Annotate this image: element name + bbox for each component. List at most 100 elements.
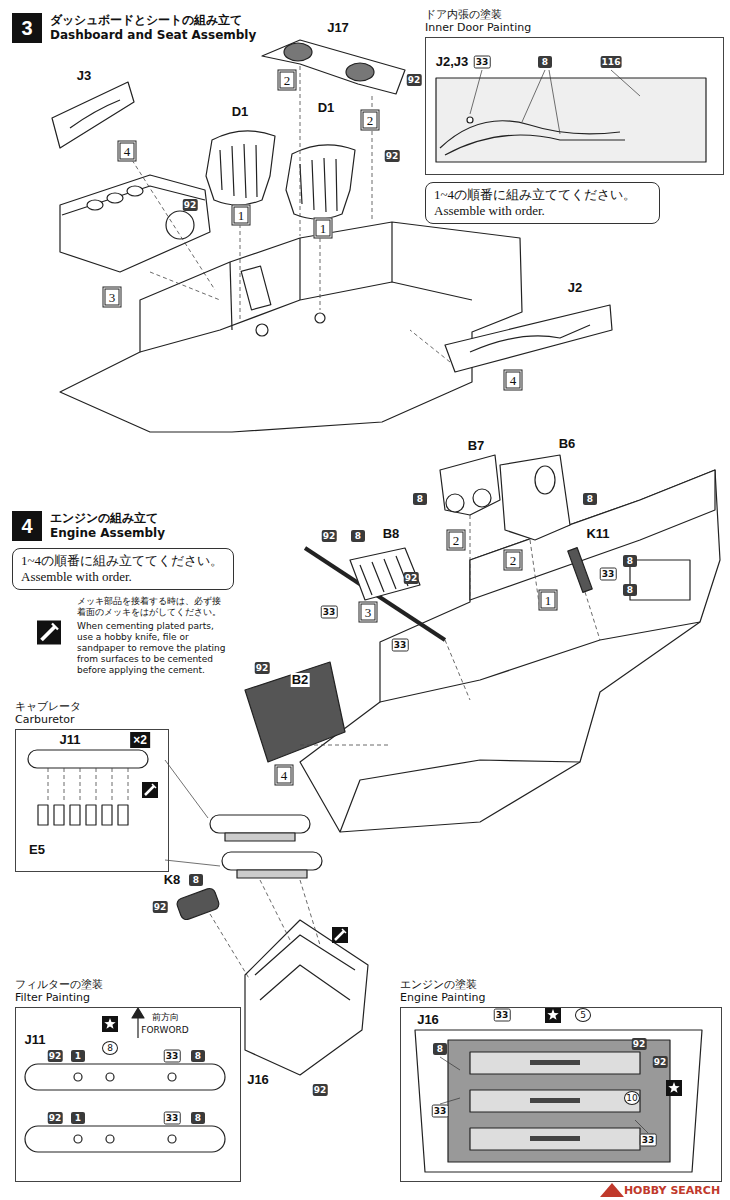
part-number: B7: [467, 439, 486, 453]
step-number: 2: [361, 110, 380, 131]
color-callout: 33: [494, 1009, 511, 1022]
step-number: 4: [275, 765, 294, 786]
part-number: K11: [585, 527, 610, 541]
part-number: J17: [326, 21, 350, 35]
step-number: 2: [504, 550, 523, 571]
part-number: E5: [28, 843, 46, 857]
step-number: 1: [314, 218, 333, 239]
color-callout: 8: [413, 493, 427, 505]
color-callout: 92: [653, 1056, 668, 1068]
color-callout: 1: [71, 1112, 85, 1124]
color-callout: 92: [153, 901, 168, 913]
color-callout: 92: [407, 74, 422, 86]
part-number: J2,J3: [435, 55, 470, 69]
painting-panel: ドア内張の塗装Inner Door Painting: [425, 8, 724, 175]
step-title: ダッシュボードとシートの組み立て: [50, 13, 256, 28]
color-callout: 92: [632, 1038, 647, 1050]
panel-frame: [15, 1007, 241, 1182]
note-box: 1~4の順番に組み立ててください。Assemble with order.: [12, 548, 234, 590]
text-group: エンジンの塗装Engine Painting: [400, 978, 722, 1004]
color-callout: 33: [392, 639, 409, 652]
title-group: エンジンの組み立てEngine Assembly: [50, 511, 165, 541]
panel-heading: キャブレータ: [15, 700, 169, 713]
note-text: When cementing plated parts, use a hobby…: [77, 621, 227, 676]
color-callout: 92: [385, 150, 400, 162]
color-callout: 8: [623, 555, 637, 567]
text-group: 1~4の順番に組み立ててください。Assemble with order.: [21, 553, 225, 585]
color-callout: 92: [183, 199, 198, 211]
painting-panel: エンジンの塗装Engine Painting: [400, 978, 722, 1182]
part-number: J16: [416, 1013, 440, 1027]
note-text: メッキ部品を接着する時は、必ず接着面のメッキをはがしてください。: [77, 596, 227, 618]
panel-heading: ドア内張の塗装: [425, 8, 724, 21]
title-group: ダッシュボードとシートの組み立てDashboard and Seat Assem…: [50, 13, 256, 43]
panel-frame: [425, 37, 724, 175]
color-callout: 33: [600, 568, 617, 581]
color-callout: 1: [71, 1050, 85, 1062]
color-callout: 116: [601, 56, 622, 68]
step-title: Dashboard and Seat Assembly: [50, 28, 256, 43]
step-number: 4: [118, 141, 137, 162]
step-number: 4: [12, 511, 42, 541]
note-text: Assemble with order.: [434, 203, 651, 219]
panel-heading: Carburetor: [15, 713, 169, 726]
color-callout: 8: [191, 1050, 205, 1062]
text-group: フィルターの塗装Filter Painting: [15, 978, 241, 1004]
panel-heading: Engine Painting: [400, 991, 722, 1004]
color-callout: 5: [575, 1008, 591, 1022]
note-box: 1~4の順番に組み立ててください。Assemble with order.: [425, 182, 660, 224]
direction-label: FORWORD: [141, 1025, 188, 1036]
color-callout: 8: [102, 1041, 118, 1055]
panel-heading: Filter Painting: [15, 991, 241, 1004]
color-callout: 92: [404, 572, 419, 584]
painting-panel: フィルターの塗装Filter Painting: [15, 978, 241, 1182]
part-number: J3: [76, 69, 92, 83]
part-number: B8: [382, 527, 401, 541]
step-number: 3: [103, 287, 122, 308]
quantity-badge: ×2: [130, 732, 150, 748]
part-number: D1: [231, 105, 250, 119]
part-number: J11: [24, 1033, 47, 1047]
note-text: 1~4の順番に組み立ててください。: [21, 553, 225, 569]
color-callout: 8: [583, 493, 597, 505]
part-number: B6: [558, 437, 577, 451]
panel-heading: フィルターの塗装: [15, 978, 241, 991]
text-group: キャブレータCarburetor: [15, 700, 169, 726]
color-callout: 92: [255, 662, 270, 674]
step-title: エンジンの組み立て: [50, 511, 165, 526]
text-group: 1~4の順番に組み立ててください。Assemble with order.: [434, 187, 651, 219]
color-callout: 8: [623, 584, 637, 596]
step-number: 3: [359, 602, 378, 623]
step-number: 3: [12, 13, 42, 43]
color-callout: 8: [191, 1112, 205, 1124]
step-number: 4: [504, 370, 523, 391]
note-text: 1~4の順番に組み立ててください。: [434, 187, 651, 203]
panel-heading: Inner Door Painting: [425, 21, 724, 34]
color-callout: 8: [189, 874, 203, 886]
direction-label: 前方向: [152, 1012, 179, 1023]
color-callout: 92: [48, 1112, 63, 1124]
step-number: 1: [232, 205, 251, 226]
part-number: J2: [567, 281, 583, 295]
step-header: 4 エンジンの組み立てEngine Assembly: [12, 508, 312, 544]
part-number: J16: [246, 1073, 270, 1087]
step-number: 2: [278, 70, 297, 91]
color-callout: 33: [432, 1105, 449, 1118]
color-callout: 8: [351, 530, 365, 542]
color-callout: 33: [164, 1112, 181, 1125]
part-number: D1: [317, 101, 336, 115]
color-callout: 33: [321, 606, 338, 619]
color-callout: 8: [433, 1043, 447, 1055]
panel-frame: [400, 1007, 722, 1182]
step-header: 3 ダッシュボードとシートの組み立てDashboard and Seat Asse…: [12, 10, 342, 46]
note-text: Assemble with order.: [21, 569, 225, 585]
text-group: ドア内張の塗装Inner Door Painting: [425, 8, 724, 34]
color-callout: 33: [640, 1134, 657, 1147]
part-number: B2: [291, 673, 310, 687]
color-callout: 33: [474, 56, 491, 69]
color-callout: 33: [164, 1050, 181, 1063]
watermark: HOBBY SEARCH: [624, 1184, 720, 1197]
color-callout: 8: [538, 56, 552, 68]
step-title: Engine Assembly: [50, 526, 165, 541]
